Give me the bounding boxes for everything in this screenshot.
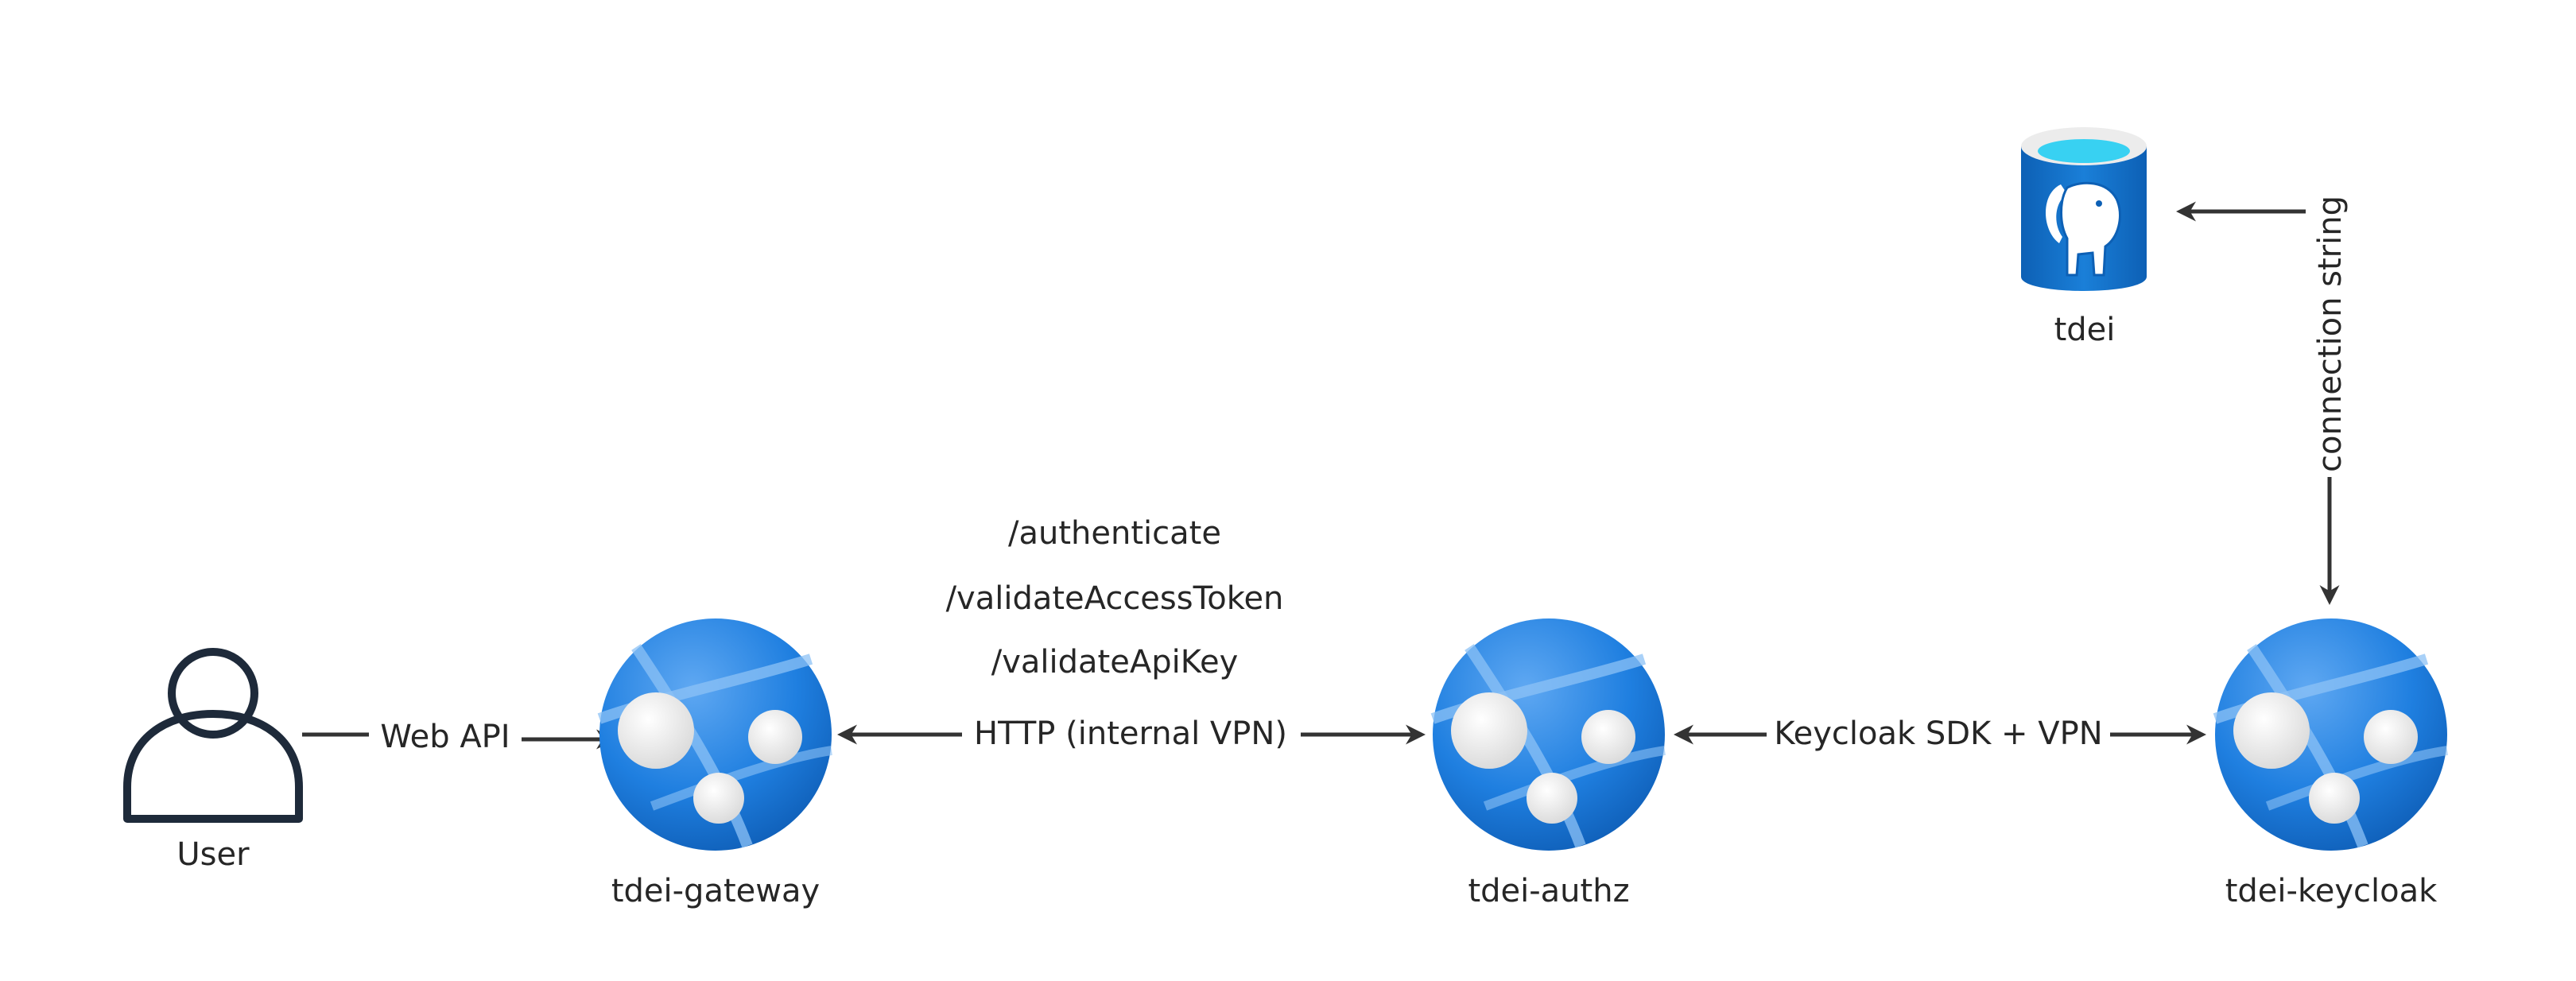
endpoint-authenticate: /authenticate [1008,515,1221,552]
node-label-tdei: tdei [2054,312,2116,348]
user-icon [123,648,303,823]
endpoint-validate-api-key: /validateApiKey [991,644,1238,680]
node-label-user: User [177,836,250,873]
node-tdei-keycloak: tdei-keycloak [2215,618,2447,909]
app-service-icon [1433,618,1665,851]
edge-label-web-api: Web API [380,719,510,755]
edge-user-gateway: Web API [302,719,616,755]
node-user: User [123,648,303,873]
endpoint-validate-access-token: /validateAccessToken [946,580,1284,617]
node-label-tdei-authz: tdei-authz [1468,873,1629,909]
node-tdei-authz: tdei-authz [1433,618,1665,909]
edge-authz-keycloak: Keycloak SDK + VPN [1674,715,2206,752]
node-label-tdei-gateway: tdei-gateway [611,873,820,909]
edge-label-keycloak-sdk-vpn: Keycloak SDK + VPN [1774,715,2102,752]
node-label-tdei-keycloak: tdei-keycloak [2225,873,2438,909]
edge-keycloak-database: connection string [2176,196,2349,605]
endpoint-list: /authenticate /validateAccessToken /vali… [946,515,1284,680]
edge-label-connection-string: connection string [2312,196,2349,472]
app-service-icon [2215,618,2447,851]
edge-gateway-authz: HTTP (internal VPN) [837,715,1426,752]
node-tdei-database: tdei [2021,127,2147,348]
node-tdei-gateway: tdei-gateway [599,618,832,909]
postgresql-database-icon [2021,127,2147,291]
edge-label-http-internal-vpn: HTTP (internal VPN) [974,715,1287,752]
app-service-icon [599,618,832,851]
